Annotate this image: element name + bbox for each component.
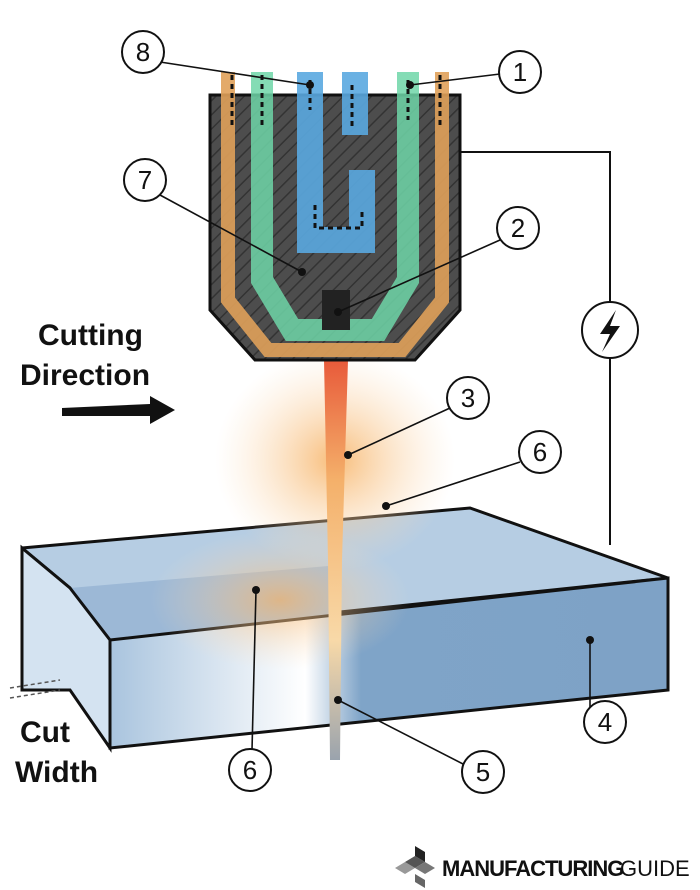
torch-nozzle — [208, 72, 462, 362]
cut-width-marks — [9, 679, 61, 699]
arrow-right-icon — [62, 396, 175, 424]
lightning-bolt-icon — [581, 301, 639, 359]
svg-text:GUIDE: GUIDE — [620, 856, 690, 881]
callout-7: 7 — [123, 158, 167, 202]
svg-text:6: 6 — [533, 437, 547, 467]
manufacturing-guide-logo: MANUFACTURING GUIDE — [395, 846, 690, 888]
callout-5: 5 — [461, 750, 505, 794]
callout-2: 2 — [496, 206, 540, 250]
svg-text:6: 6 — [243, 755, 257, 785]
svg-text:2: 2 — [511, 213, 525, 243]
svg-text:7: 7 — [138, 165, 152, 195]
callout-8: 8 — [121, 30, 165, 74]
callout-6-top: 6 — [518, 430, 562, 474]
callout-6-bottom: 6 — [228, 748, 272, 792]
callout-3: 3 — [446, 376, 490, 420]
power-wire — [460, 151, 611, 545]
cutting-direction-label-2: Direction — [20, 359, 150, 392]
svg-text:5: 5 — [476, 757, 490, 787]
cutting-direction-label: Cutting — [38, 319, 143, 352]
cut-width-label: Cut — [20, 716, 70, 749]
cut-width-label-2: Width — [15, 756, 98, 789]
plasma-jet — [324, 360, 348, 760]
svg-text:MANUFACTURING: MANUFACTURING — [442, 856, 623, 881]
callout-1: 1 — [498, 50, 542, 94]
svg-text:8: 8 — [136, 37, 150, 67]
svg-text:1: 1 — [513, 57, 527, 87]
callout-4: 4 — [583, 700, 627, 744]
leader-dots — [252, 81, 594, 704]
svg-text:3: 3 — [461, 383, 475, 413]
svg-text:4: 4 — [598, 707, 612, 737]
callout-leaders — [159, 61, 591, 766]
